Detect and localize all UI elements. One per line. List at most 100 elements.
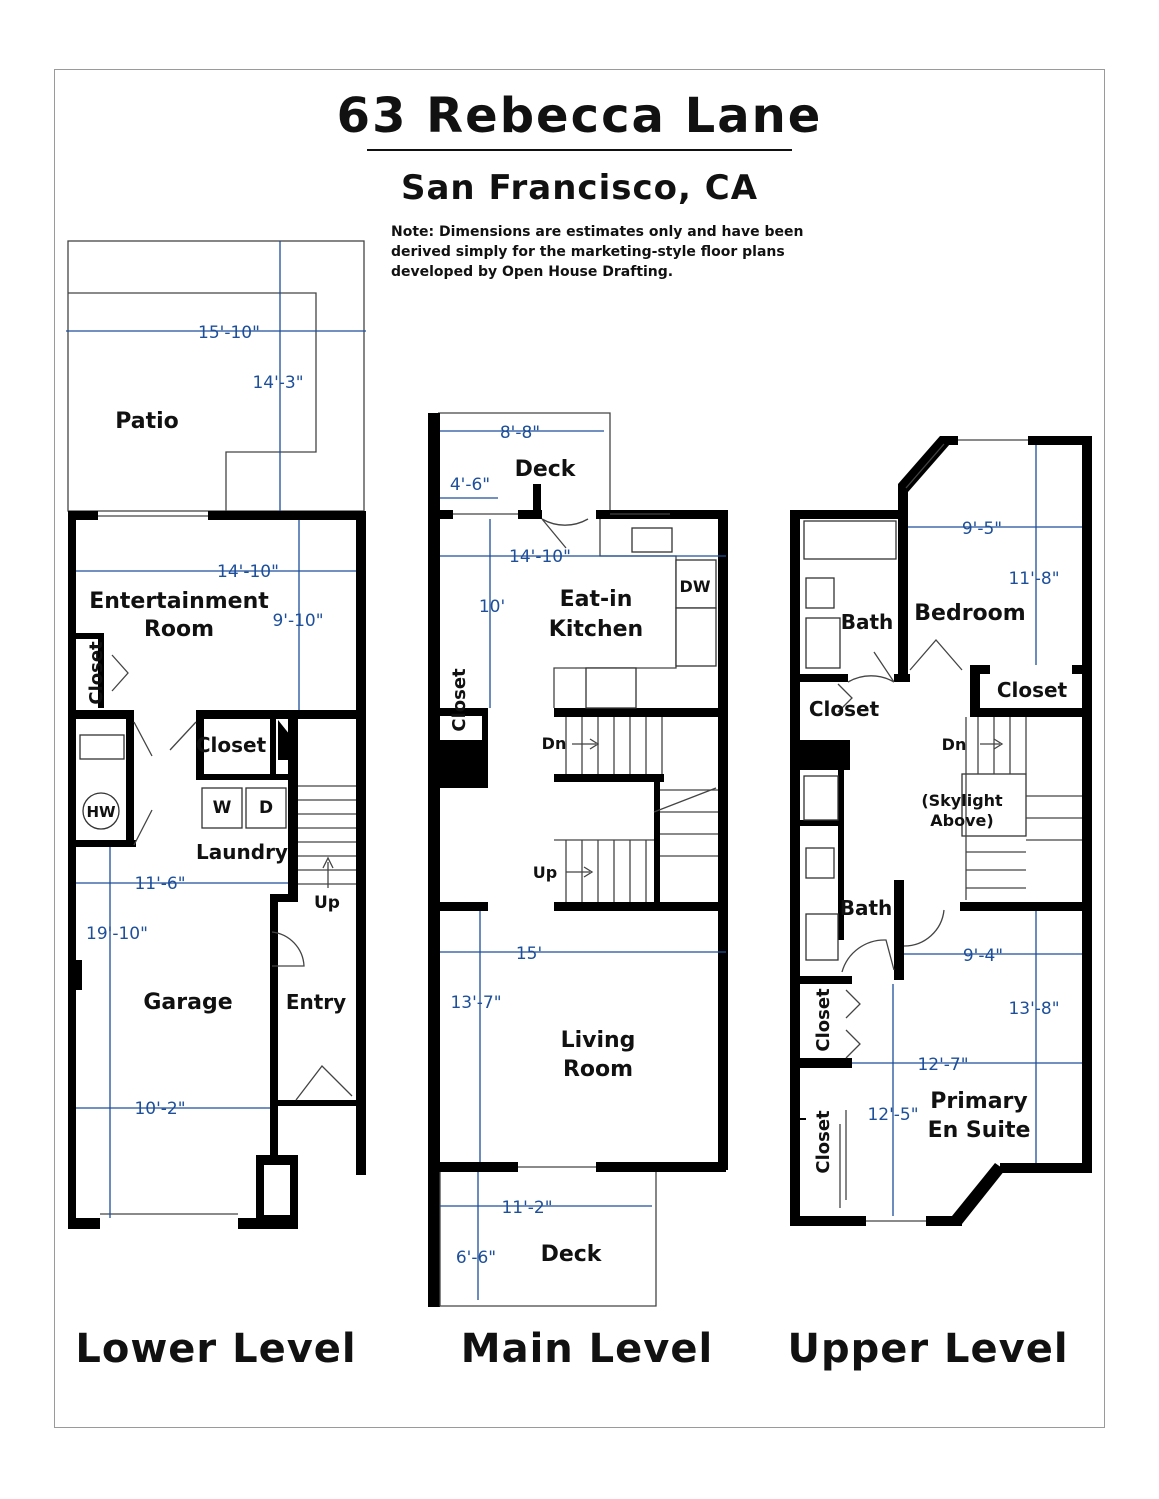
- room-closet-bedroom: Closet: [997, 678, 1068, 702]
- wall: [126, 710, 134, 847]
- wall: [533, 484, 541, 511]
- closet-door: [169, 721, 197, 751]
- wall: [1028, 436, 1092, 445]
- label-dryer: D: [259, 798, 273, 818]
- dim-patio-depth: 14'-3": [252, 373, 303, 393]
- page-frame: [54, 69, 1105, 1428]
- wall: [196, 774, 290, 780]
- wall: [68, 960, 82, 990]
- wall: [970, 708, 1092, 717]
- room-patio: Patio: [115, 409, 179, 434]
- room-entertainment-line1: Entertainment: [89, 589, 269, 614]
- label-skylight-line2: Above): [930, 811, 993, 830]
- wall: [800, 740, 850, 770]
- dim-kitchen-width: 14'-10": [509, 547, 571, 567]
- dim-bedroom-depth: 11'-8": [1008, 569, 1059, 589]
- shower: [803, 775, 839, 821]
- dim-bedroom-width: 9'-5": [962, 519, 1002, 539]
- label-washer: W: [213, 798, 232, 818]
- closet-door: [837, 683, 853, 713]
- lower-level-plan: Patio Entertainment Room Closet Closet H…: [66, 240, 366, 1372]
- front-door: [295, 1065, 353, 1101]
- wall: [800, 820, 844, 826]
- label-dn: Dn: [542, 734, 567, 753]
- dim-primary-width: 12'-7": [917, 1055, 968, 1075]
- lower-stairs: [298, 785, 356, 888]
- main-level-label: Main Level: [461, 1326, 713, 1372]
- wall: [800, 976, 852, 984]
- wall: [68, 1218, 100, 1229]
- wall: [68, 511, 76, 1229]
- bath-sink: [805, 913, 839, 961]
- wall: [800, 1058, 852, 1068]
- room-living-line1: Living: [561, 1028, 636, 1053]
- wall: [270, 894, 298, 902]
- room-bath-bottom: Bath: [840, 896, 893, 920]
- dryer: [245, 787, 287, 829]
- wall: [790, 1216, 866, 1226]
- room-kitchen-line2: Kitchen: [549, 617, 643, 642]
- deck-top-outline: [438, 412, 611, 511]
- room-deck-bottom: Deck: [541, 1242, 603, 1267]
- dim-deck-top-width: 8'-8": [500, 423, 540, 443]
- upper-stairs: [965, 717, 1082, 900]
- wall: [952, 1163, 1005, 1224]
- label-skylight-line1: (Skylight: [921, 791, 1003, 810]
- wall: [894, 880, 904, 980]
- wall: [440, 902, 488, 911]
- room-bath-top: Bath: [841, 610, 894, 634]
- room-deck-top: Deck: [515, 457, 577, 482]
- disclaimer-note: Note: Dimensions are estimates only and …: [391, 224, 804, 280]
- bedroom-door: [903, 909, 945, 947]
- bath-sink: [805, 617, 841, 669]
- wall: [428, 510, 453, 519]
- wall: [278, 720, 290, 760]
- wall: [838, 770, 844, 940]
- dim-deck-bottom-depth: 6'-6": [456, 1248, 496, 1268]
- room-closet-vertical: Closet: [86, 641, 107, 705]
- wall: [428, 413, 440, 519]
- wall: [898, 436, 950, 492]
- washer: [201, 787, 243, 829]
- upper-level-label: Upper Level: [787, 1326, 1068, 1372]
- room-primary-line2: En Suite: [928, 1118, 1031, 1143]
- dim-kitchen-depth: 10': [479, 597, 505, 617]
- room-primary-line1: Primary: [930, 1089, 1027, 1114]
- wall: [898, 484, 908, 679]
- label-up: Up: [533, 863, 557, 882]
- dim-garage-width: 10'-2": [134, 1099, 185, 1119]
- label-water-heater: HW: [86, 803, 116, 821]
- upper-level-plan: Bath Bedroom Closet Closet Dn (Skylight …: [787, 436, 1092, 1372]
- label-dishwasher: DW: [680, 577, 711, 596]
- wall: [68, 710, 134, 719]
- wall: [196, 710, 204, 780]
- closet-door: [845, 989, 861, 1059]
- wall: [288, 719, 298, 894]
- utility-door: [133, 721, 153, 846]
- room-living-line2: Room: [563, 1057, 633, 1082]
- wall: [596, 1162, 726, 1172]
- wall: [270, 710, 276, 780]
- wall: [960, 902, 1092, 911]
- title-underline: [367, 149, 792, 151]
- wall: [1072, 665, 1092, 674]
- closet-door: [111, 654, 129, 692]
- toilet: [805, 847, 835, 879]
- deck-bottom-outline: [439, 1172, 657, 1307]
- bath-door: [841, 939, 895, 973]
- room-closet-vertical-2: Closet: [813, 1110, 834, 1174]
- wall: [1082, 708, 1092, 1173]
- kitchen-sink: [631, 527, 673, 553]
- wall: [276, 1100, 356, 1106]
- label-dn: Dn: [942, 735, 967, 754]
- kitchen-door: [541, 518, 589, 549]
- wall: [790, 510, 908, 519]
- bedroom-door: [909, 639, 963, 671]
- room-garage: Garage: [143, 990, 232, 1015]
- room-laundry: Laundry: [196, 840, 288, 864]
- wall: [800, 674, 848, 682]
- wall: [790, 510, 800, 1226]
- wall: [428, 510, 440, 1307]
- bath-door: [847, 651, 895, 683]
- window: [905, 443, 945, 489]
